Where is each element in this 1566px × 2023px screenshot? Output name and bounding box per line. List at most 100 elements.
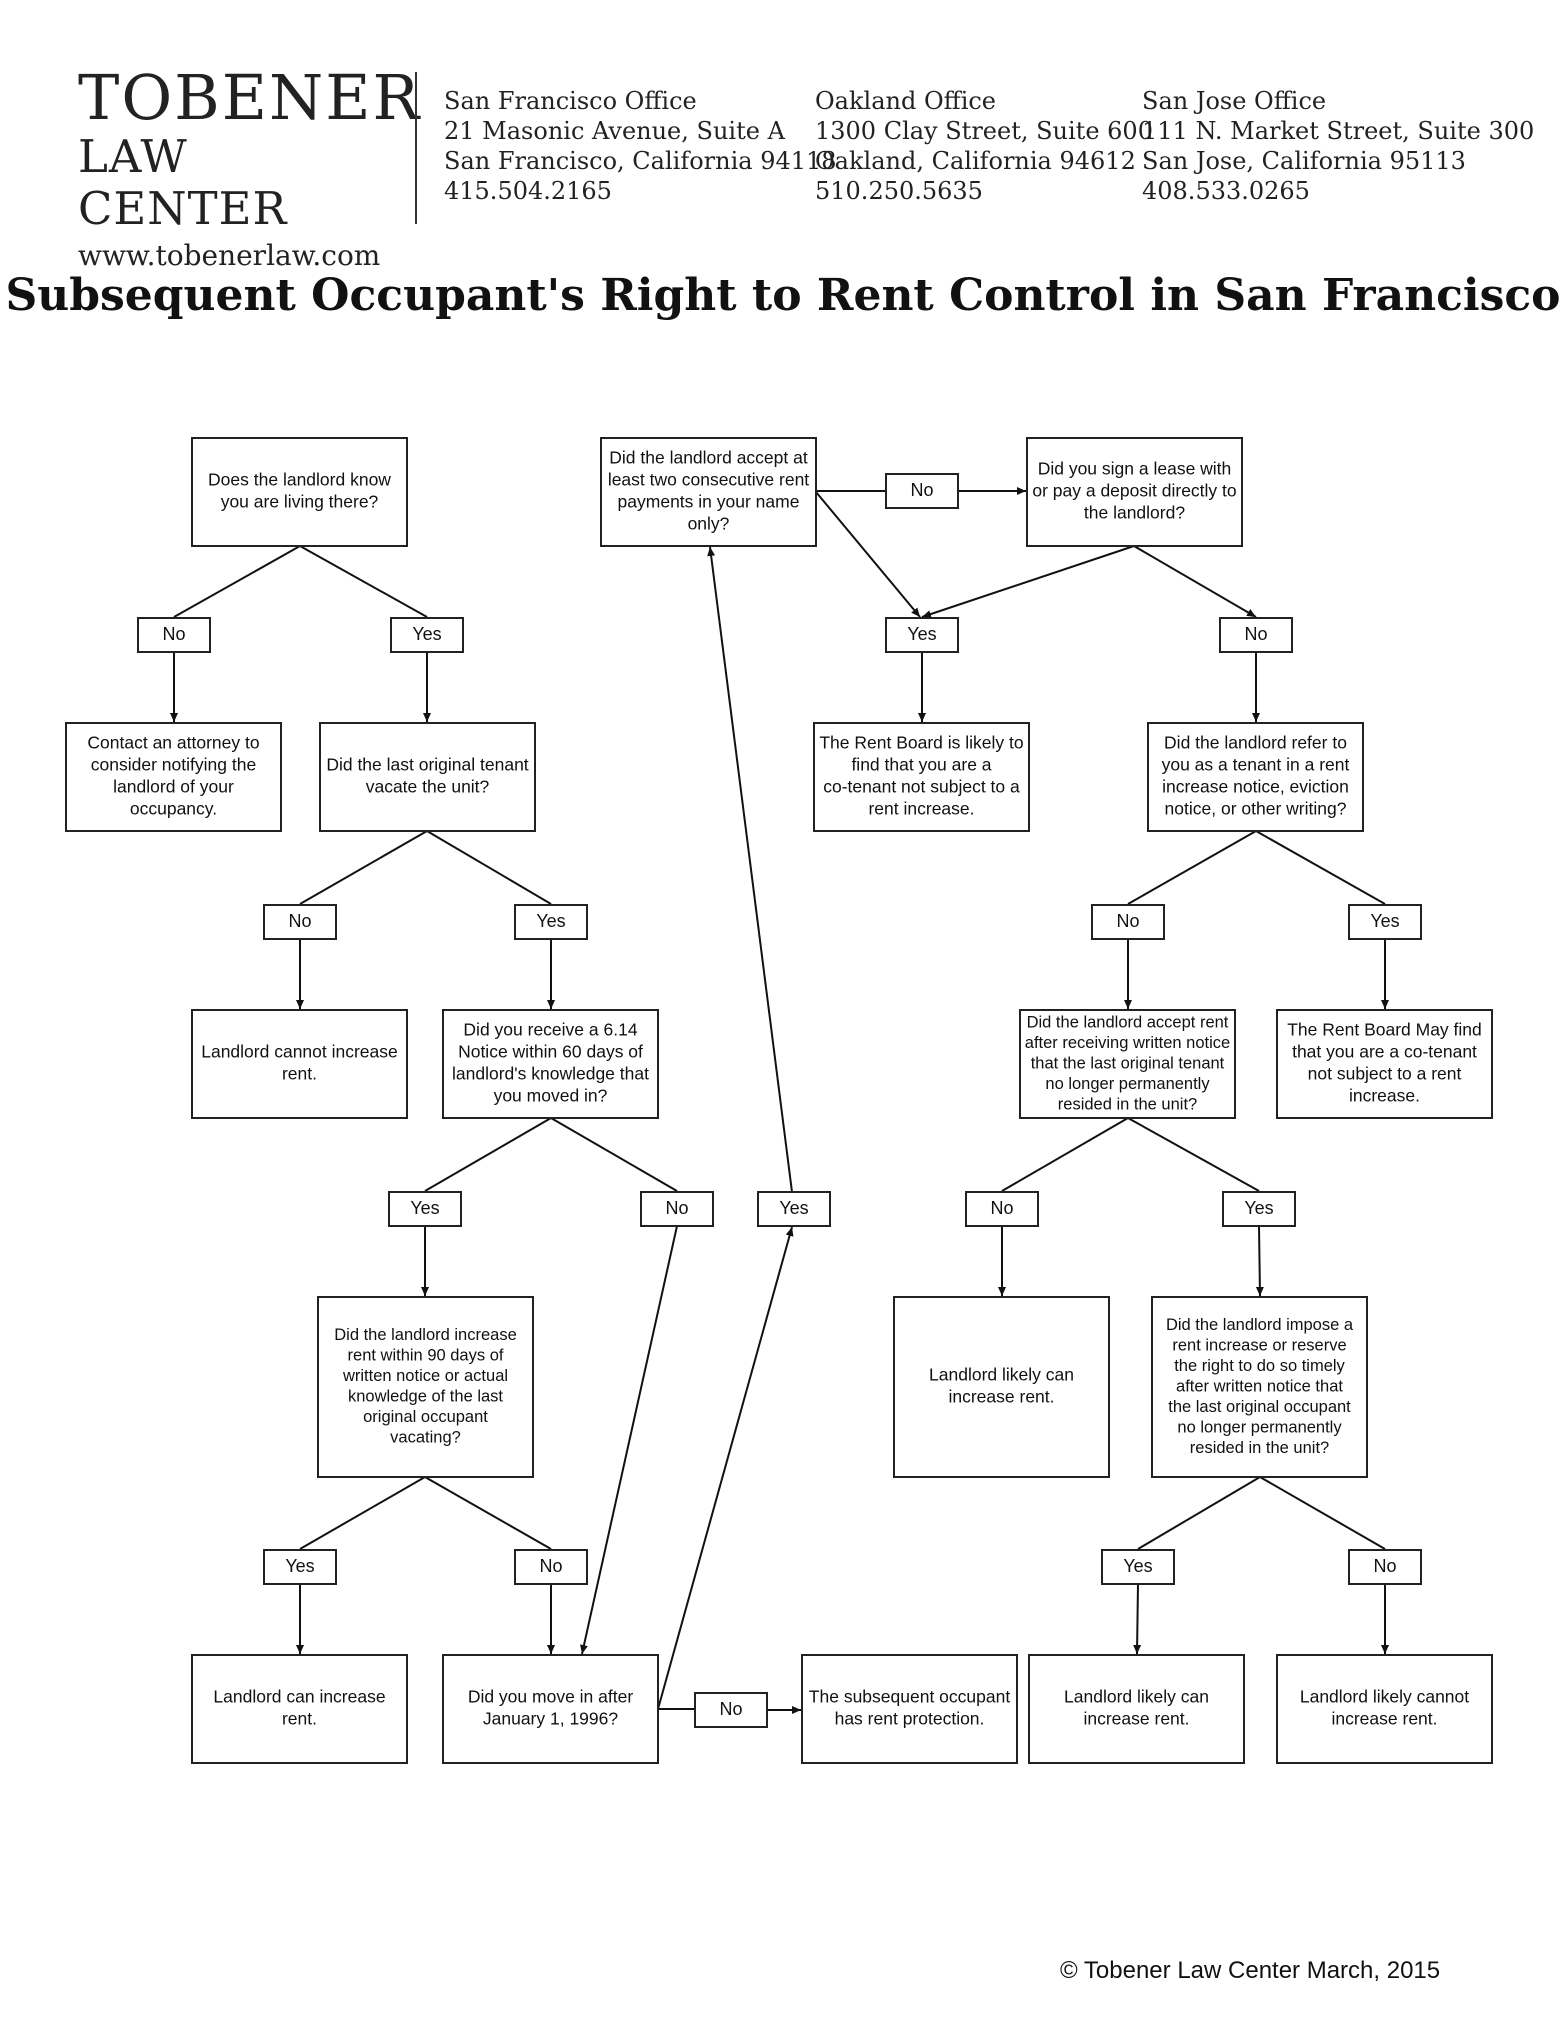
logo-name: TOBENER [78, 61, 422, 134]
node-q-impose-text: no longer permanently [1177, 1418, 1342, 1436]
office-city: San Jose, California 95113 [1142, 147, 1466, 175]
node-r-cotenant1-box [813, 722, 1030, 832]
label-l-know-no: No [137, 617, 211, 653]
node-a-contact-text: consider notifying the [91, 755, 256, 775]
node-q-refer-text: notice, or other writing? [1165, 799, 1347, 819]
node-q-lease-box [1026, 437, 1243, 547]
edge-q_vacate-to-l_vac_no [299, 830, 428, 905]
node-q-614-text: Did you receive a 6.14 [463, 1020, 637, 1040]
node-r-likelycannot-box [1276, 1654, 1493, 1764]
edge-q_refer-to-l_ref_yes [1255, 830, 1386, 905]
node-r-cotenant1-text: rent increase. [868, 799, 974, 819]
edge-q_know-to-l_know_yes [299, 545, 428, 618]
node-r-likelycannot-text: Landlord likely cannot [1300, 1687, 1469, 1707]
node-r-likelycan1-text: increase rent. [948, 1387, 1054, 1407]
label-l-yes-top-text: Yes [907, 624, 936, 644]
label-l-614-yes-box [388, 1191, 462, 1227]
node-r-can-text: Landlord can increase [213, 1687, 385, 1707]
node-q-vacate-text: vacate the unit? [366, 777, 490, 797]
node-q-90days-text: vacating? [390, 1429, 461, 1447]
label-l-know-no-box [137, 617, 211, 653]
node-q-90days-text: original occupant [363, 1408, 488, 1426]
node-r-protect-text: has rent protection. [835, 1709, 985, 1729]
label-l-imp-no-box [1348, 1549, 1422, 1585]
node-r-likelycan2-text: Landlord likely can [1064, 1687, 1209, 1707]
office-name: Oakland Office [815, 87, 997, 115]
node-r-cotenant1-text: The Rent Board is likely to [819, 733, 1023, 753]
node-q-90days-text: knowledge of the last [348, 1388, 503, 1406]
node-q-accept2-text: only? [688, 514, 730, 534]
node-r-can-box [191, 1654, 408, 1764]
label-l-1996-no: No [694, 1692, 768, 1728]
office-phone: 408.533.0265 [1142, 177, 1310, 205]
label-l-know-yes-text: Yes [412, 624, 441, 644]
node-q-1996-text: January 1, 1996? [483, 1709, 619, 1729]
node-q-acceptnotice-text: Did the landlord accept rent [1027, 1013, 1229, 1031]
office-phone: 415.504.2165 [444, 177, 612, 205]
node-q-impose-text: rent increase or reserve [1172, 1336, 1346, 1354]
edge-q_vacate-to-l_vac_yes [426, 830, 552, 905]
label-l-614-no-text: No [665, 1198, 688, 1218]
label-l-an-no: No [965, 1191, 1039, 1227]
node-q-acceptnotice-box [1019, 1009, 1236, 1119]
node-q-acceptnotice-text: resided in the unit? [1058, 1095, 1197, 1113]
edge-q_90days-to-l_90_no [424, 1476, 552, 1550]
node-q-refer-text: increase notice, eviction [1162, 777, 1349, 797]
label-l-lease-no-text: No [1244, 624, 1267, 644]
node-q-acceptnotice-text: that the last original tenant [1031, 1054, 1225, 1072]
label-l-yes-top: Yes [885, 617, 959, 653]
label-l-vac-no: No [263, 904, 337, 940]
node-q-1996-box [442, 1654, 659, 1764]
node-q-90days-text: rent within 90 days of [348, 1347, 504, 1365]
label-l-vac-yes: Yes [514, 904, 588, 940]
node-q-lease-text: or pay a deposit directly to [1032, 481, 1236, 501]
node-q-impose-text: Did the landlord impose a [1166, 1316, 1354, 1334]
node-q-know-box [191, 437, 408, 547]
label-l-vac-no-box [263, 904, 337, 940]
page-title: Subsequent Occupant's Right to Rent Cont… [5, 270, 1561, 321]
edge-q_impose-to-l_imp_yes [1137, 1476, 1261, 1550]
edge-q_614-to-l_614_no [550, 1117, 678, 1192]
node-q-acceptnotice-text: after receiving written notice [1025, 1034, 1230, 1052]
edge-q_impose-to-l_imp_no [1259, 1476, 1386, 1550]
letterhead: TOBENER LAW CENTER www.tobenerlaw.com Sa… [0, 0, 1566, 273]
node-q-accept2-text: least two consecutive rent [608, 470, 809, 490]
label-l-an-yes-text: Yes [1244, 1198, 1273, 1218]
node-q-accept2-text: Did the landlord accept at [609, 448, 808, 468]
office-city: San Francisco, California 94118 [444, 147, 837, 175]
label-l-imp-no: No [1348, 1549, 1422, 1585]
edge-q_1996-to-l_1996_yes [657, 1226, 794, 1710]
node-q-acceptnotice-text: no longer permanently [1045, 1075, 1210, 1093]
office-name: San Francisco Office [444, 87, 697, 115]
node-q-refer-box [1147, 722, 1364, 832]
label-l-614-yes-text: Yes [410, 1198, 439, 1218]
copyright-notice: © Tobener Law Center March, 2015 [1060, 1957, 1441, 1984]
label-l-ref-no-box [1091, 904, 1165, 940]
node-q-614-text: you moved in? [494, 1086, 608, 1106]
node-r-likelycan1-text: Landlord likely can [929, 1365, 1074, 1385]
edge-q_know-to-l_know_no [173, 545, 301, 618]
node-q-90days-box [317, 1296, 534, 1478]
node-a-contact-text: landlord of your [113, 777, 234, 797]
firm-website: www.tobenerlaw.com [78, 239, 381, 272]
label-l-imp-yes-text: Yes [1123, 1556, 1152, 1576]
label-l-90-no-box [514, 1549, 588, 1585]
label-l-1996-yes-box [757, 1191, 831, 1227]
label-l-1996-yes-text: Yes [779, 1198, 808, 1218]
office-phone: 510.250.5635 [815, 177, 983, 205]
label-l-90-yes: Yes [263, 1549, 337, 1585]
edge-q_614-to-l_614_yes [424, 1117, 552, 1192]
label-l-ref-no: No [1091, 904, 1165, 940]
node-q-impose-box [1151, 1296, 1368, 1478]
office-street: 111 N. Market Street, Suite 300 [1142, 117, 1535, 145]
node-q-impose-text: resided in the unit? [1190, 1439, 1329, 1457]
